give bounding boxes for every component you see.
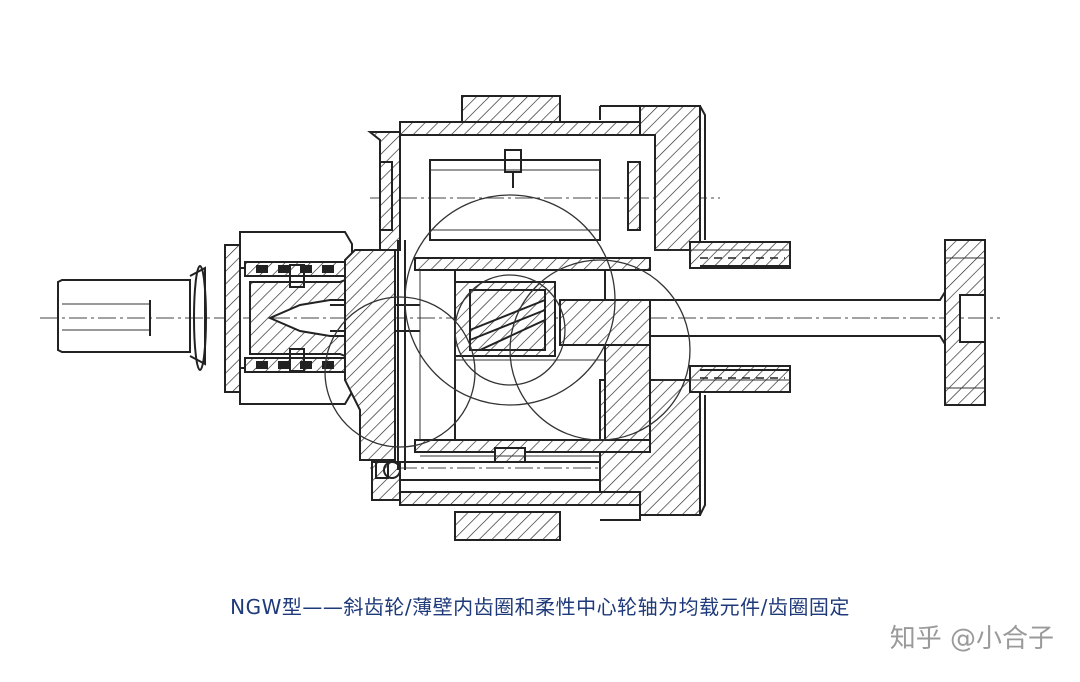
upper-planet-gear: [379, 149, 641, 241]
zhihu-watermark: 知乎 @小合子: [889, 624, 1054, 654]
output-flange: [944, 239, 986, 406]
ring-gear-bottom: [399, 379, 701, 541]
housing-right-wall: [655, 105, 790, 516]
figure-caption: NGW型——斜齿轮/薄壁内齿圈和柔性中心轮轴为均载元件/齿圈固定: [230, 595, 850, 619]
pitch-circle-center: [454, 274, 566, 386]
pitch-circle-lower: [509, 259, 691, 441]
housing-left-wall: [344, 131, 406, 501]
output-shaft: [650, 241, 946, 393]
pitch-circle-upper: [404, 194, 616, 406]
input-shaft: [57, 265, 207, 371]
ring-gear-top: [399, 95, 701, 251]
lower-planet-pin: [375, 447, 601, 481]
input-bearing-housing: [224, 231, 353, 405]
gearbox-section-drawing: [40, 95, 1000, 541]
